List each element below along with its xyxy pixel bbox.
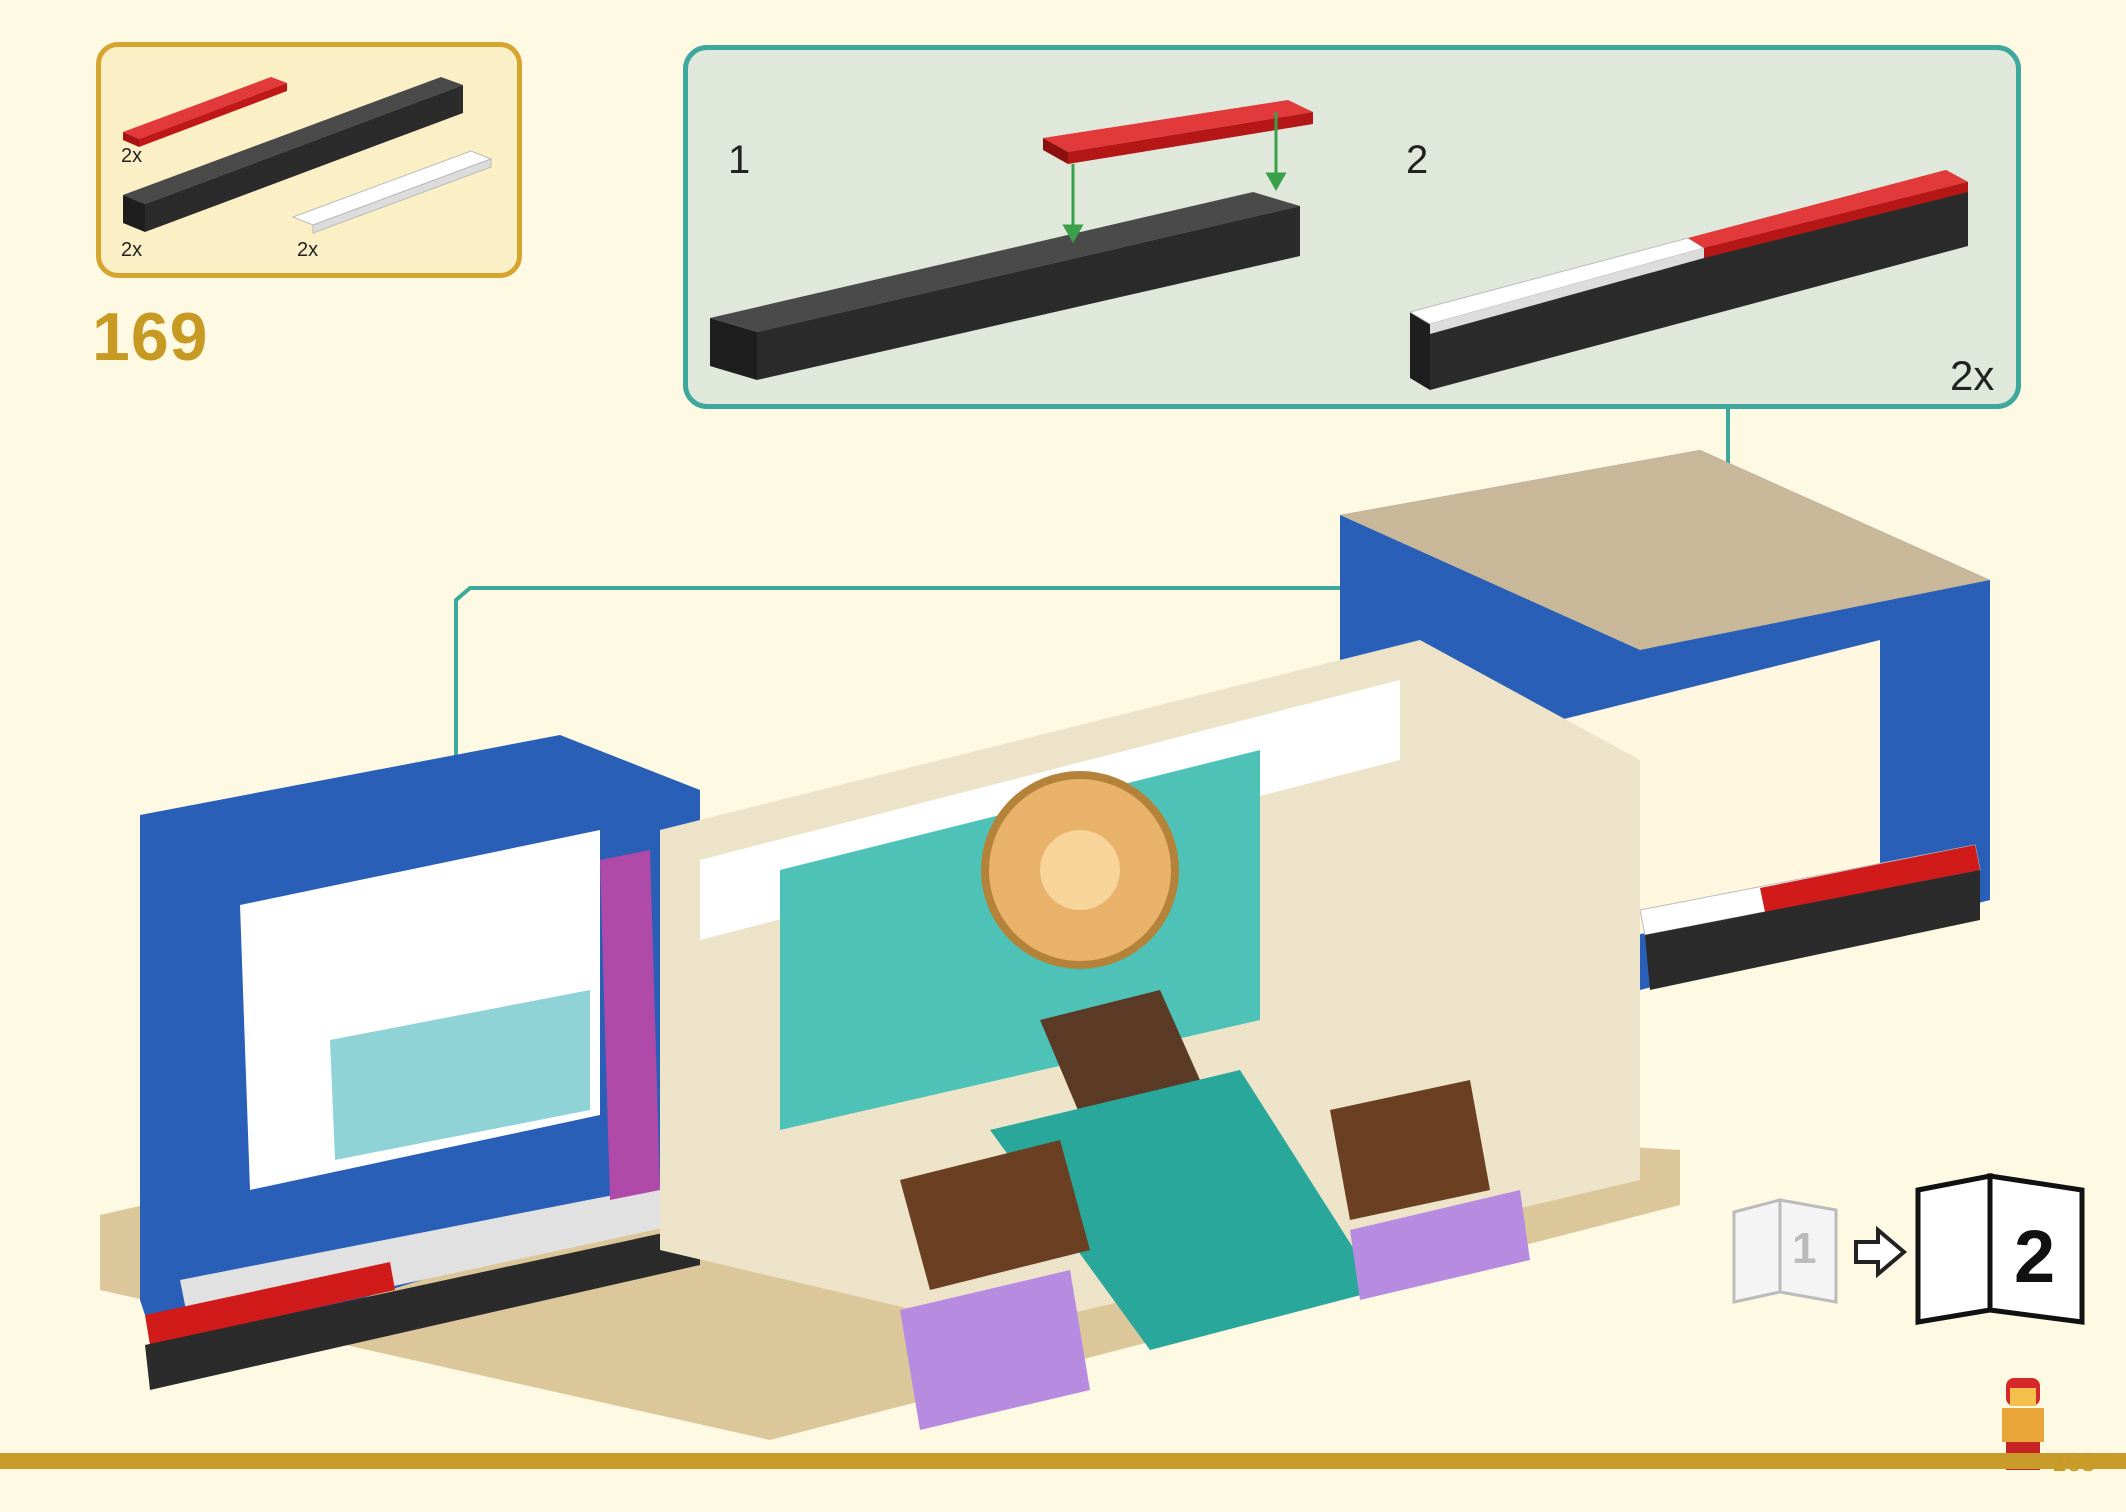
step-number: 169: [92, 299, 209, 375]
right-purple-tile: [1350, 1190, 1530, 1300]
arrow-right-icon: [1854, 1225, 1908, 1279]
right-roof: [1340, 450, 1990, 650]
left-black-brick: [145, 1225, 700, 1390]
left-aquarium: [330, 990, 590, 1160]
placement-arrows: [1062, 112, 1287, 244]
book-1-icon: [1732, 1198, 1838, 1304]
throne-steps: [990, 1070, 1380, 1350]
book-nav: [1732, 1172, 2085, 1325]
substep-2-label: 2: [1406, 138, 1429, 182]
right-black-brick: [1645, 870, 1980, 990]
substep-1-label: 1: [728, 138, 751, 182]
left-red-tile: [145, 1262, 395, 1345]
parts-callout: 2x 2x 2x: [96, 42, 522, 278]
minifig-mascot: [2002, 1378, 2044, 1470]
right-red-tile: [1760, 845, 1980, 912]
from-book-number: 1: [1792, 1224, 1817, 1273]
red-tile-step1: [1043, 100, 1313, 164]
throne-seat: [1040, 990, 1200, 1115]
qty-white-tile: 2x: [297, 239, 319, 261]
sub-assembly-illustration: [710, 100, 1968, 390]
purple-pillar: [600, 850, 660, 1200]
sub-assembly-multiplier: 2x: [1950, 352, 1995, 399]
left-purple-tile: [900, 1270, 1090, 1430]
black-brick-step1: [710, 192, 1300, 380]
to-book-number: 2: [2014, 1215, 2056, 1298]
red-tile-part: [123, 77, 287, 147]
right-table: [1330, 1080, 1490, 1220]
assembled-brick-step2: [1408, 170, 1968, 390]
page-number: 163: [2052, 1447, 2096, 1477]
sub-assembly-callout: 1 2 2x: [683, 45, 2021, 409]
throne-medallion-inner: [1040, 830, 1120, 910]
left-table: [900, 1140, 1090, 1290]
qty-black-brick: 2x: [121, 239, 143, 261]
parts-illustration: [123, 77, 493, 234]
black-brick-part: [123, 77, 463, 232]
book-2-icon: [1915, 1172, 2085, 1325]
qty-red-tile: 2x: [121, 145, 143, 167]
footer-bar: [0, 1453, 2126, 1469]
white-tile-part: [291, 150, 493, 234]
